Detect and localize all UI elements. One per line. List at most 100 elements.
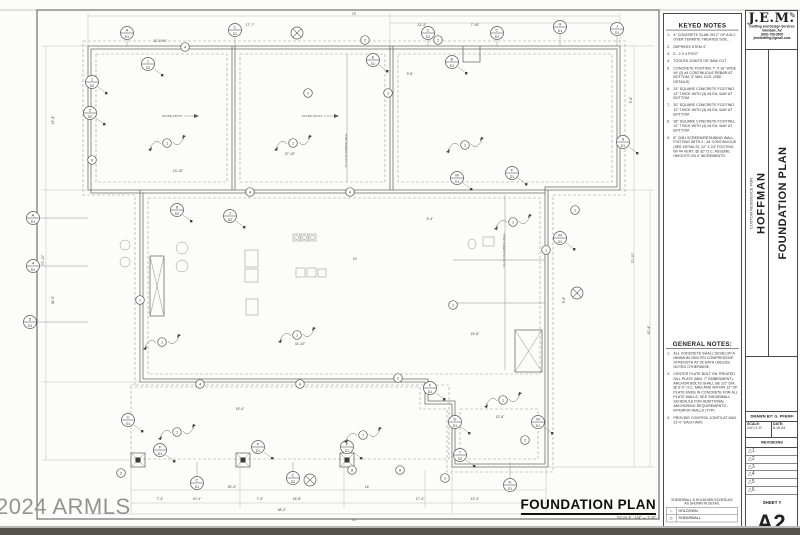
svg-text:F: F — [429, 383, 432, 388]
diamond-icon: ◇ — [667, 514, 677, 522]
svg-text:2: 2 — [444, 477, 446, 481]
svg-text:D1: D1 — [536, 424, 540, 428]
revisions-rows: △1△2△3△4△5△6 — [746, 448, 797, 495]
svg-text:D1: D1 — [495, 35, 499, 39]
svg-text:1: 1 — [139, 299, 141, 303]
svg-text:1: 1 — [176, 431, 178, 435]
svg-text:9'-4": 9'-4" — [629, 96, 633, 104]
legend-table: ○HOLDOWN◇SHEARWALL — [666, 507, 738, 523]
firm-line: (602) 708-2605 — [760, 32, 783, 37]
svg-text:D2: D2 — [458, 457, 462, 461]
date-label: DATE: — [773, 422, 784, 427]
svg-text:12'-10¾": 12'-10¾" — [153, 39, 167, 43]
svg-text:SLOPE 1/8"/FT: SLOPE 1/8"/FT — [162, 114, 183, 118]
svg-text:32'-4": 32'-4" — [228, 485, 237, 489]
svg-text:8: 8 — [351, 469, 353, 473]
keyed-note: 7.30" SQUARE CONCRETE FOOTING, 12" THICK… — [667, 103, 736, 117]
svg-text:1: 1 — [91, 77, 94, 82]
general-note: 3.PROVIDE CONTROL JOINTS AT MAX 12'-0" E… — [667, 416, 737, 425]
svg-text:D1: D1 — [428, 390, 432, 394]
date-value: 8-19-24 — [773, 426, 786, 430]
drawing-scale-text: SCALE: 1/4" = 1'-0" — [616, 515, 656, 520]
bottom-dark-strip — [0, 528, 800, 535]
general-notes-list: 1.ALL CONCRETE SHALL DEVELOP A MINIMUM 2… — [664, 352, 741, 425]
firm-line: jemdrafting@gmail.com — [753, 36, 790, 41]
svg-text:1: 1 — [387, 92, 389, 96]
svg-text:4: 4 — [199, 383, 201, 387]
svg-text:D1: D1 — [450, 64, 454, 68]
svg-text:4: 4 — [249, 191, 251, 195]
svg-text:E: E — [372, 55, 375, 60]
shearwall-holdown-legend: SHEARWALL & HOLDOWN SCHEDULE AS SHOWN IN… — [666, 498, 738, 523]
pencil-icon: ✎ — [789, 11, 796, 20]
svg-text:F: F — [511, 168, 514, 173]
svg-text:74': 74' — [352, 12, 357, 16]
svg-text:D2: D2 — [228, 218, 232, 222]
svg-text:C: C — [292, 473, 295, 478]
svg-text:70'-10": 70'-10" — [41, 254, 45, 265]
svg-text:H: H — [559, 22, 562, 27]
revision-row: △6 — [746, 487, 797, 495]
svg-text:1: 1 — [502, 399, 504, 403]
client-title-cell: CUSTOM RESIDENCE FOR: HOFFMAN — [746, 50, 769, 356]
svg-text:13'-10": 13'-10" — [173, 169, 184, 173]
svg-text:D1: D1 — [125, 35, 129, 39]
svg-text:SLOPE 1/8"/FT: SLOPE 1/8"/FT — [302, 114, 323, 118]
svg-text:1: 1 — [307, 92, 309, 96]
svg-text:CL OF PLUMBING WALL: CL OF PLUMBING WALL — [344, 133, 348, 167]
svg-text:2: 2 — [397, 377, 399, 381]
svg-text:D1: D1 — [28, 324, 32, 328]
blank-block — [746, 357, 797, 412]
sheet-title-vertical: FOUNDATION PLAN — [777, 146, 789, 260]
general-note: 2.CENTER PLATE BOLT ON TREATED SILL PLAT… — [667, 372, 738, 413]
sheet-bottom-edge — [0, 526, 800, 528]
firm-name: J.E.M. — [748, 11, 795, 26]
svg-text:27'-10": 27'-10" — [285, 152, 296, 156]
svg-text:50'-4": 50'-4" — [647, 325, 651, 334]
svg-text:9: 9 — [622, 137, 625, 142]
svg-text:D1: D1 — [508, 487, 512, 491]
svg-text:CL OF PLUMBING WALL: CL OF PLUMBING WALL — [502, 233, 506, 267]
general-notes-title: GENERAL NOTES: — [666, 340, 739, 349]
svg-text:1: 1 — [545, 249, 547, 253]
client-label: CUSTOM RESIDENCE FOR: — [748, 176, 754, 230]
scale-cell: SCALE: 1/4"=1'-0" — [746, 422, 771, 437]
svg-text:J: J — [229, 211, 231, 216]
svg-text:1: 1 — [512, 221, 514, 225]
keyed-note: 6.24" SQUARE CONCRETE FOOTING, 12" THICK… — [667, 87, 736, 101]
svg-text:4: 4 — [184, 46, 186, 50]
svg-text:9: 9 — [91, 159, 93, 163]
svg-text:D1: D1 — [558, 29, 562, 33]
svg-text:D2: D2 — [90, 84, 94, 88]
svg-text:74': 74' — [352, 518, 357, 522]
svg-text:D2: D2 — [88, 115, 92, 119]
svg-text:M: M — [536, 417, 539, 422]
svg-text:1: 1 — [452, 304, 454, 308]
svg-text:D1: D1 — [31, 220, 35, 224]
circle-icon: ○ — [667, 507, 677, 515]
keyed-note: 9.8" CMU SCREEN/RETAINING WALL. FOOTING … — [667, 136, 737, 158]
drawing-title: FOUNDATION PLAN SCALE: 1/4" = 1'-0" — [430, 496, 656, 525]
svg-text:D1: D1 — [126, 422, 130, 426]
svg-text:8: 8 — [399, 469, 401, 473]
svg-text:D1: D1 — [195, 485, 199, 489]
svg-text:D1: D1 — [426, 35, 430, 39]
svg-text:D1: D1 — [31, 268, 35, 272]
svg-text:5: 5 — [29, 317, 32, 322]
svg-text:D2: D2 — [291, 480, 295, 484]
svg-text:D2: D2 — [175, 212, 179, 216]
svg-text:D1: D1 — [345, 449, 349, 453]
scale-value: 1/4"=1'-0" — [747, 426, 763, 430]
revisions-header: REVISIONS — [746, 438, 797, 448]
drawn-by-row: DRAWN BY: G. PFEIFF — [746, 412, 797, 422]
svg-text:1: 1 — [296, 334, 298, 338]
firm-line: Drafting and Design Services — [748, 25, 795, 29]
revision-row: △1 — [746, 448, 797, 456]
svg-text:F: F — [257, 442, 260, 447]
svg-text:1: 1 — [464, 144, 466, 148]
legend-title: SHEARWALL & HOLDOWN SCHEDULE — [671, 498, 733, 502]
svg-text:A: A — [126, 28, 129, 33]
sheet-title-cell: FOUNDATION PLAN — [769, 50, 797, 356]
svg-text:M: M — [455, 173, 458, 178]
